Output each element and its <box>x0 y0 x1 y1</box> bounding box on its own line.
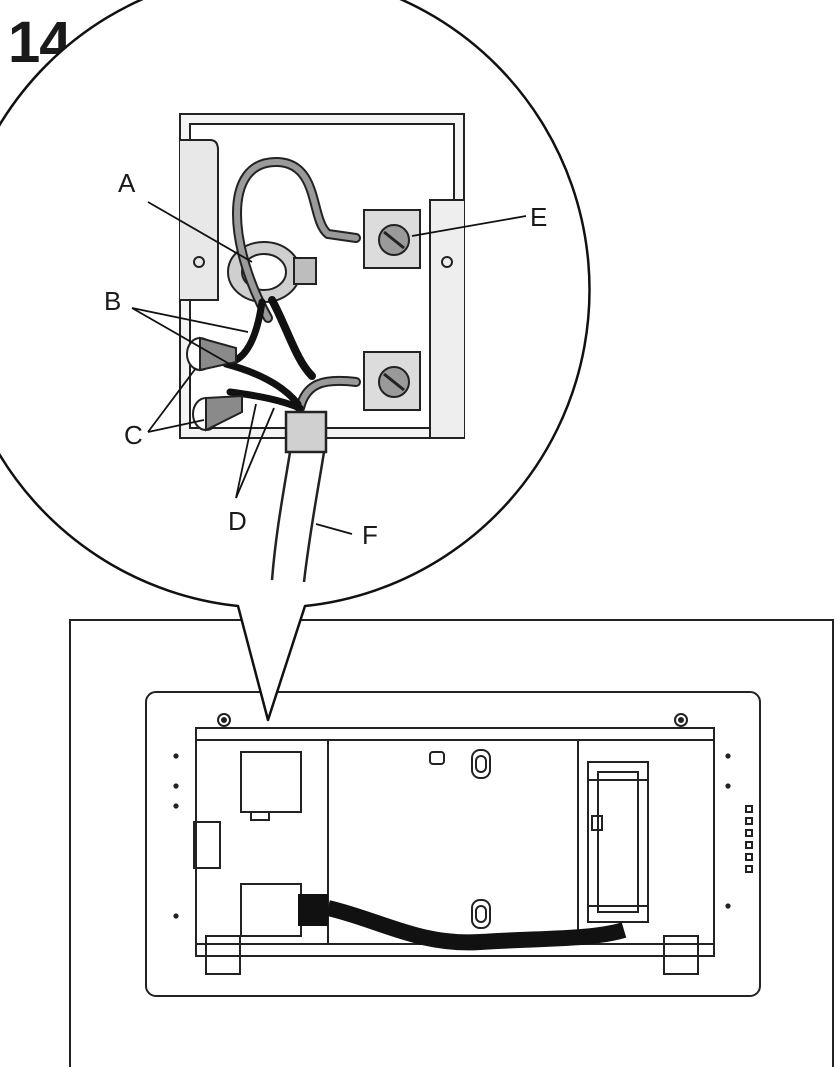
conduit <box>270 410 328 583</box>
unit-back-panel <box>69 619 834 1067</box>
wire-nut-lower <box>192 394 243 432</box>
ground-terminal-lower <box>363 351 421 411</box>
callout-c: C <box>124 420 143 450</box>
callout-e: E <box>530 202 547 232</box>
leader-lines <box>131 201 527 535</box>
callout-a: A <box>118 168 136 198</box>
junction-box <box>179 113 465 439</box>
callout-f: F <box>362 520 378 550</box>
callout-d: D <box>228 506 247 536</box>
cable-bundle <box>298 894 627 951</box>
callout-b: B <box>104 286 121 316</box>
ground-terminal-upper <box>363 209 421 269</box>
